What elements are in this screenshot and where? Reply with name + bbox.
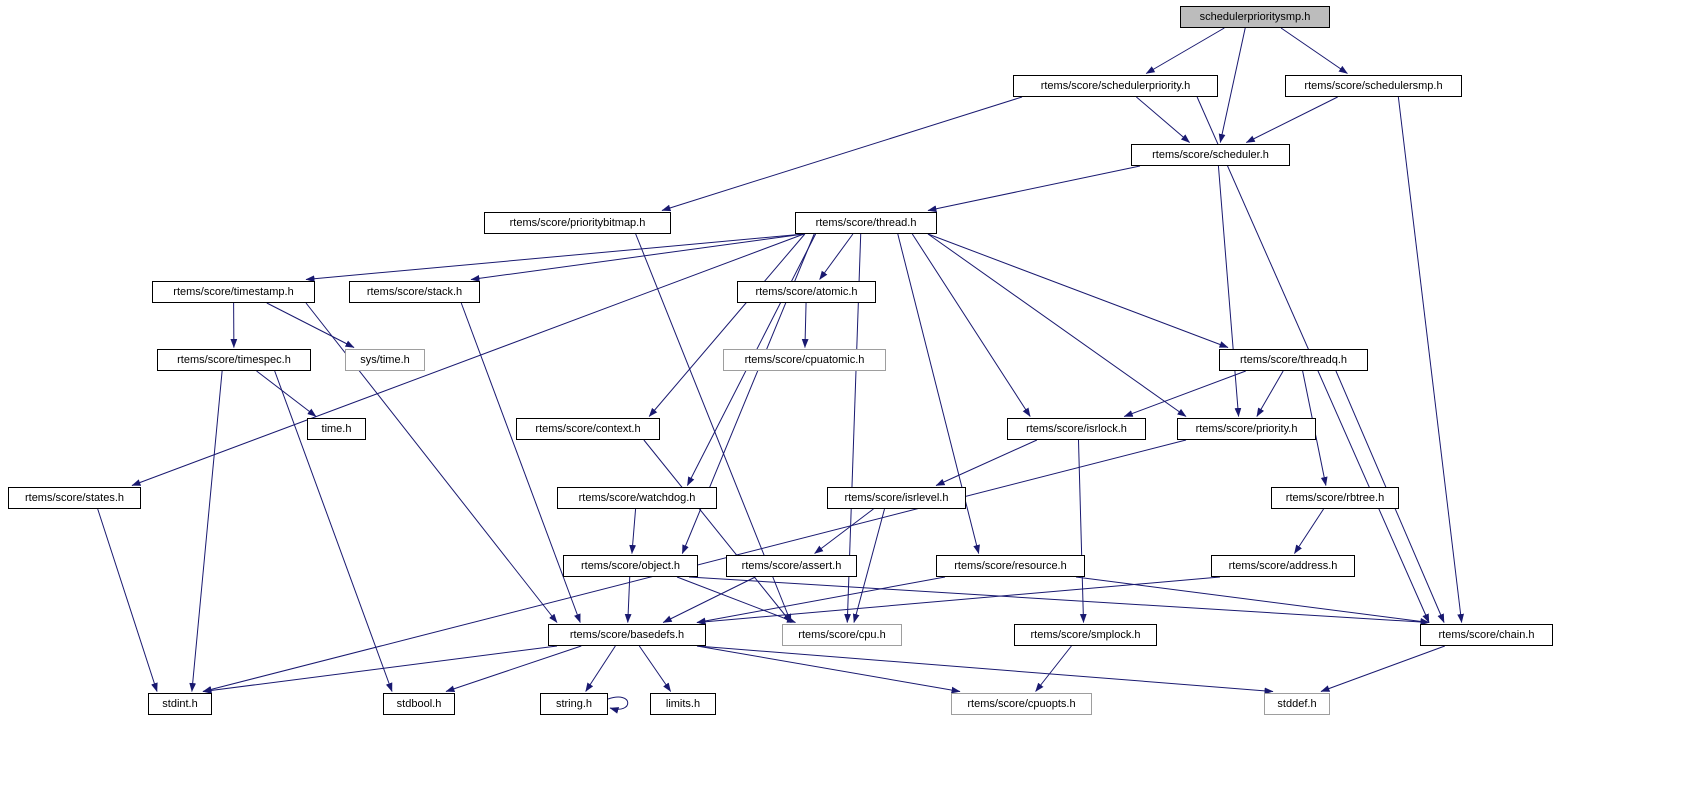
graph-node-isrlock[interactable]: rtems/score/isrlock.h: [1007, 418, 1146, 440]
edge-stringh-to-stringh: [607, 696, 629, 714]
graph-node-cpuopts[interactable]: rtems/score/cpuopts.h: [951, 693, 1092, 715]
graph-node-schedulersmp[interactable]: rtems/score/schedulersmp.h: [1285, 75, 1462, 97]
edge-schedulersmp-to-chain: [1397, 96, 1464, 623]
graph-node-timespec[interactable]: rtems/score/timespec.h: [157, 349, 311, 371]
edge-thread-to-priority: [927, 233, 1187, 417]
edge-thread-to-timestamp: [305, 233, 805, 283]
edge-scheduler-to-priority: [1217, 165, 1242, 417]
edge-threadq-to-priority: [1256, 370, 1284, 417]
graph-node-scheduler[interactable]: rtems/score/scheduler.h: [1131, 144, 1290, 166]
graph-node-basedefs[interactable]: rtems/score/basedefs.h: [548, 624, 706, 646]
edge-thread-to-stack: [470, 233, 805, 282]
graph-node-stdbool[interactable]: stdbool.h: [383, 693, 455, 715]
graph-node-stddef[interactable]: stddef.h: [1264, 693, 1330, 715]
edge-schedulerpriority-to-prioritybitmap: [661, 96, 1023, 212]
edge-timespec-to-timeh: [256, 370, 317, 417]
graph-node-address[interactable]: rtems/score/address.h: [1211, 555, 1355, 577]
graph-node-smplock[interactable]: rtems/score/smplock.h: [1014, 624, 1157, 646]
graph-node-rbtree[interactable]: rtems/score/rbtree.h: [1271, 487, 1399, 509]
graph-node-resource[interactable]: rtems/score/resource.h: [936, 555, 1085, 577]
edge-schedulerpriority-to-scheduler: [1136, 96, 1190, 143]
graph-node-cpuatomic[interactable]: rtems/score/cpuatomic.h: [723, 349, 886, 371]
edge-isrlevel-to-cpu: [852, 508, 885, 623]
graph-node-states[interactable]: rtems/score/states.h: [8, 487, 141, 509]
edge-basedefs-to-stddef: [696, 645, 1274, 695]
edge-basedefs-to-stdint: [202, 645, 558, 694]
edge-thread-to-context: [648, 233, 806, 417]
graph-node-assert[interactable]: rtems/score/assert.h: [726, 555, 857, 577]
edge-group: [97, 27, 1464, 714]
graph-node-timestamp[interactable]: rtems/score/timestamp.h: [152, 281, 315, 303]
edge-object-to-basedefs: [624, 576, 632, 623]
edge-schedulerprioritysmp-to-schedulersmp: [1280, 27, 1348, 74]
graph-node-isrlevel[interactable]: rtems/score/isrlevel.h: [827, 487, 966, 509]
edge-schedulerprioritysmp-to-scheduler: [1218, 27, 1246, 143]
edge-thread-to-isrlock: [911, 233, 1031, 417]
edge-states-to-stdint: [97, 508, 158, 692]
graph-node-object[interactable]: rtems/score/object.h: [563, 555, 698, 577]
edge-stack-to-basedefs: [460, 302, 581, 623]
graph-node-stack[interactable]: rtems/score/stack.h: [349, 281, 480, 303]
edge-resource-to-basedefs: [696, 576, 946, 625]
edge-assert-to-basedefs: [662, 576, 756, 623]
edge-thread-to-states: [131, 233, 805, 486]
graph-node-context[interactable]: rtems/score/context.h: [516, 418, 660, 440]
edge-smplock-to-cpuopts: [1035, 645, 1072, 692]
edge-scheduler-to-thread: [927, 165, 1141, 213]
edge-basedefs-to-cpuopts: [696, 645, 961, 694]
graph-node-schedulerprioritysmp[interactable]: schedulerprioritysmp.h: [1180, 6, 1330, 28]
graph-node-threadq[interactable]: rtems/score/threadq.h: [1219, 349, 1368, 371]
graph-node-atomic[interactable]: rtems/score/atomic.h: [737, 281, 876, 303]
edge-isrlevel-to-assert: [814, 508, 874, 554]
graph-node-priority[interactable]: rtems/score/priority.h: [1177, 418, 1316, 440]
graph-node-systime[interactable]: sys/time.h: [345, 349, 425, 371]
edge-watchdog-to-object: [629, 508, 637, 554]
graph-node-stringh[interactable]: string.h: [540, 693, 608, 715]
edge-rbtree-to-address: [1294, 508, 1324, 554]
edge-object-to-chain: [688, 576, 1430, 626]
edge-timestamp-to-systime: [266, 302, 355, 348]
graph-node-prioritybitmap[interactable]: rtems/score/prioritybitmap.h: [484, 212, 671, 234]
graph-node-chain[interactable]: rtems/score/chain.h: [1420, 624, 1553, 646]
edge-schedulersmp-to-scheduler: [1245, 96, 1338, 143]
edge-thread-to-threadq: [927, 233, 1229, 348]
edge-basedefs-to-limits: [638, 645, 672, 692]
edge-chain-to-stddef: [1320, 645, 1445, 692]
graph-node-cpu[interactable]: rtems/score/cpu.h: [782, 624, 902, 646]
edge-schedulerprioritysmp-to-schedulerpriority: [1145, 27, 1225, 74]
edge-isrlock-to-isrlevel: [935, 439, 1038, 486]
graph-node-schedulerpriority[interactable]: rtems/score/schedulerpriority.h: [1013, 75, 1218, 97]
edge-address-to-basedefs: [696, 576, 1221, 626]
graph-node-watchdog[interactable]: rtems/score/watchdog.h: [557, 487, 717, 509]
edge-timestamp-to-basedefs: [305, 302, 558, 623]
edge-atomic-to-cpuatomic: [801, 302, 809, 348]
edge-basedefs-to-stdbool: [445, 645, 582, 693]
graph-node-timeh[interactable]: time.h: [307, 418, 366, 440]
edge-timespec-to-stdbool: [274, 370, 393, 692]
edge-isrlock-to-smplock: [1077, 439, 1087, 623]
edge-basedefs-to-stringh: [585, 645, 616, 692]
graph-node-thread[interactable]: rtems/score/thread.h: [795, 212, 937, 234]
graph-node-stdint[interactable]: stdint.h: [148, 693, 212, 715]
edge-resource-to-chain: [1075, 576, 1430, 625]
edge-timespec-to-stdint: [189, 370, 223, 692]
graph-node-limits[interactable]: limits.h: [650, 693, 716, 715]
edge-context-to-cpu: [643, 439, 792, 623]
edge-thread-to-atomic: [819, 233, 854, 280]
edge-object-to-cpu: [676, 576, 796, 623]
edge-threadq-to-isrlock: [1123, 370, 1246, 417]
